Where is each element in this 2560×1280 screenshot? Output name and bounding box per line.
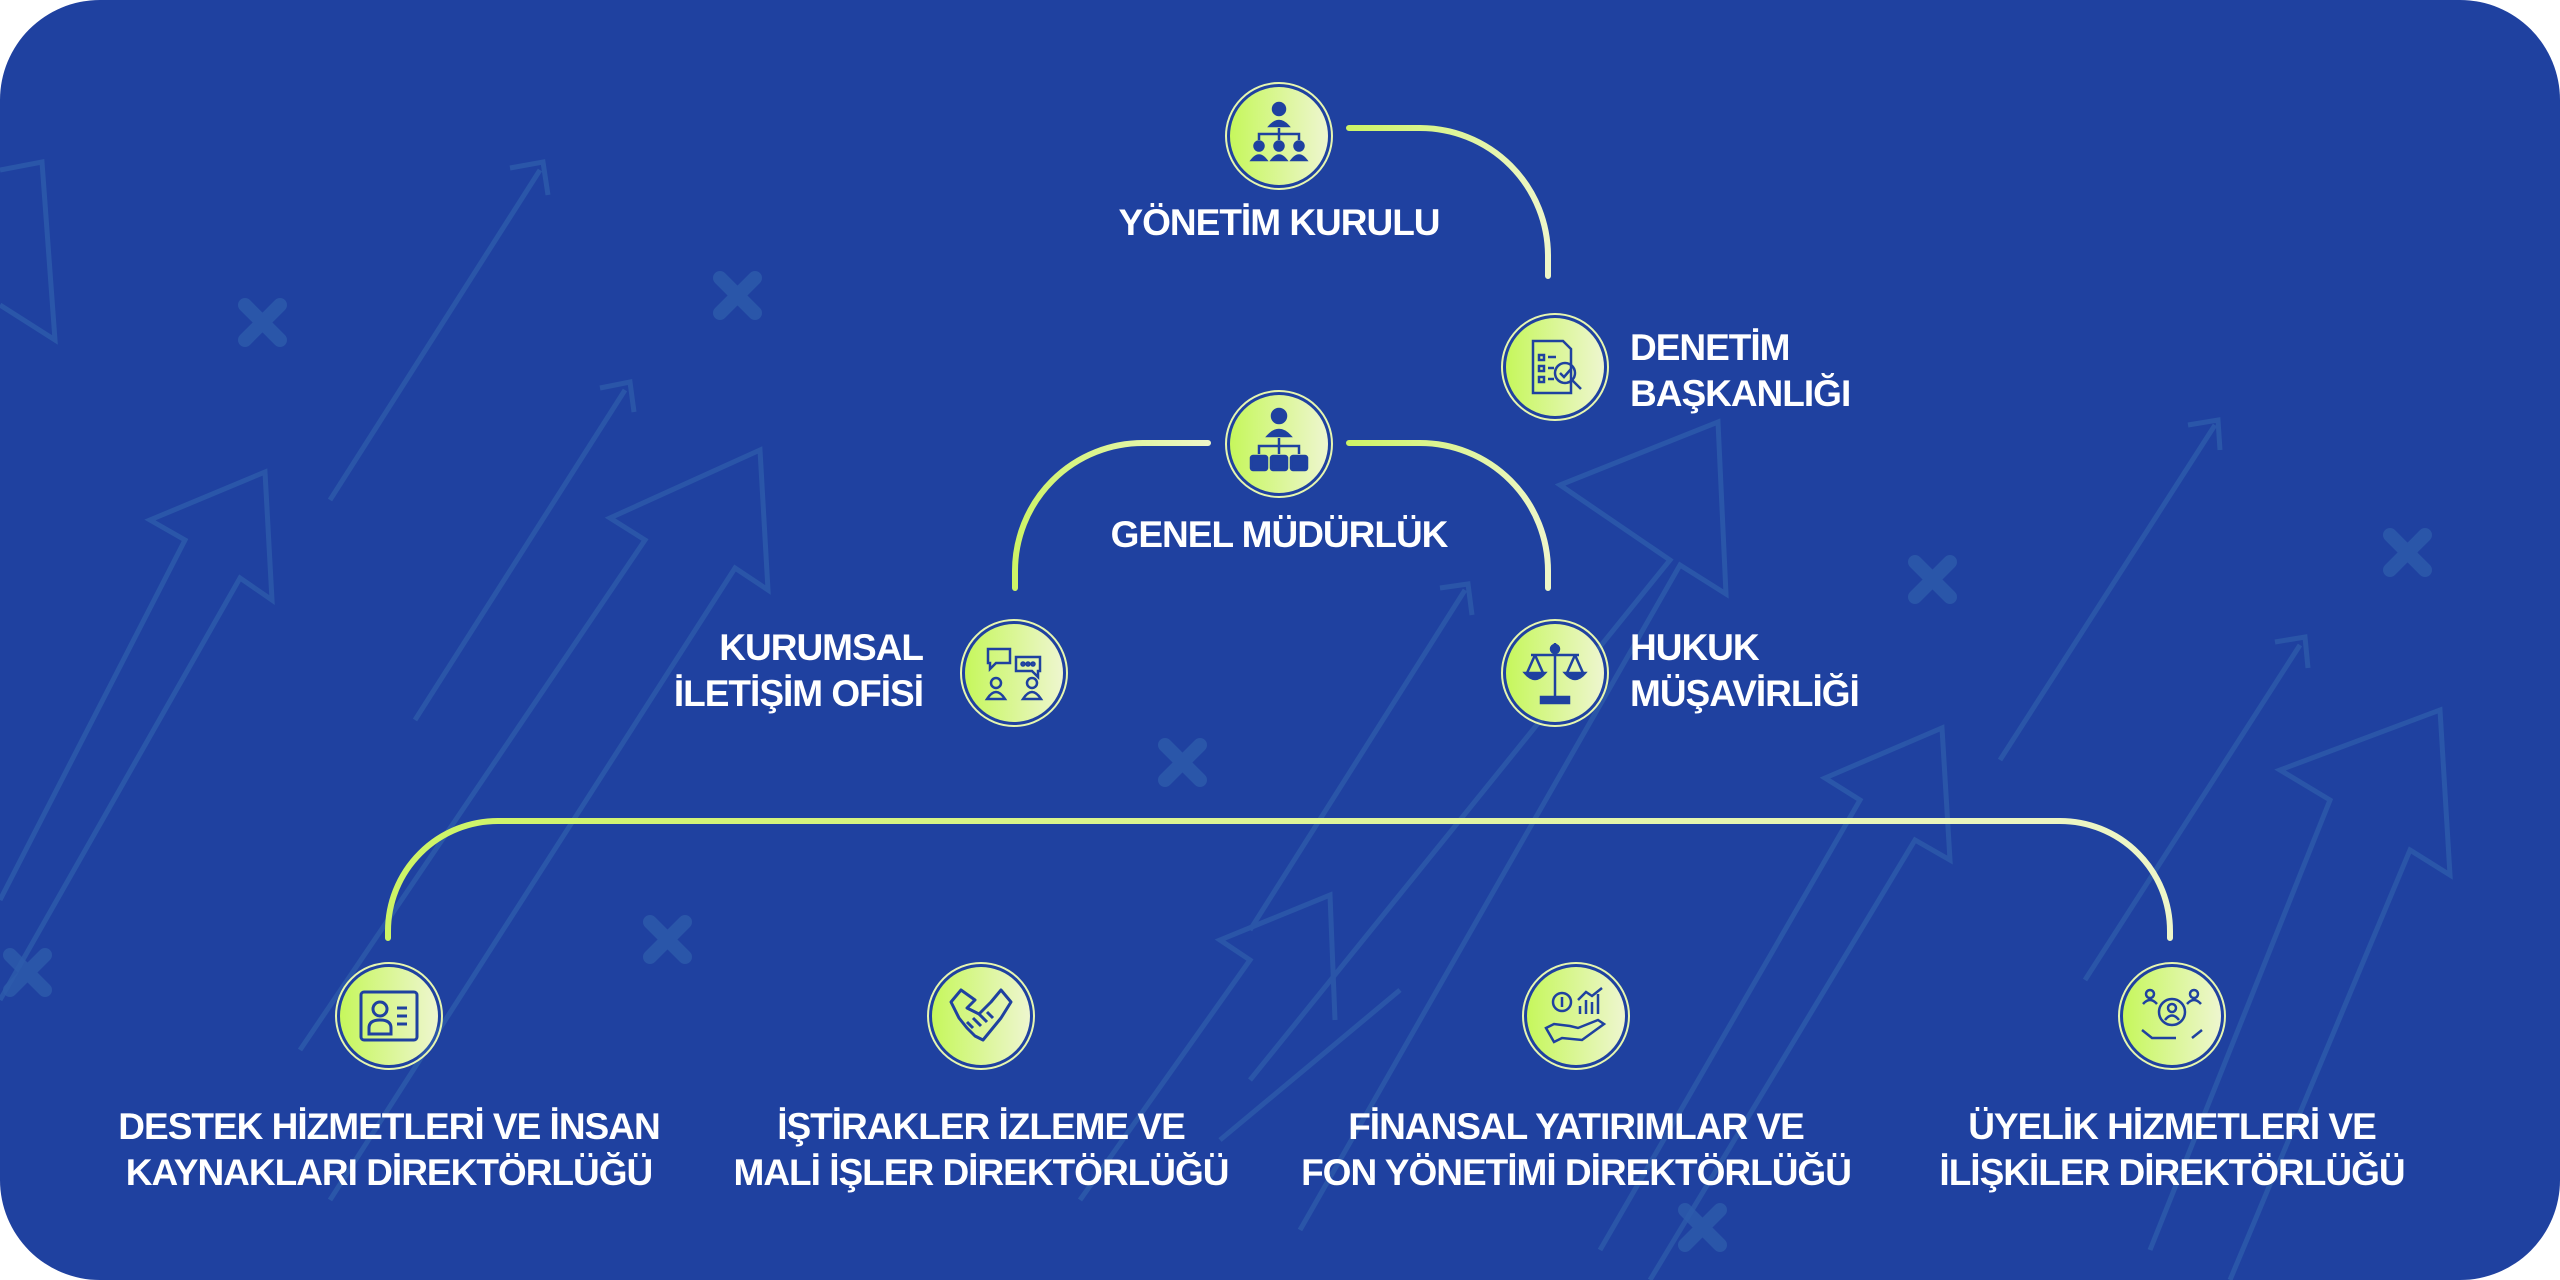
label-line: KAYNAKLARI DİREKTÖRLÜĞÜ	[125, 1152, 654, 1193]
id-card-icon[interactable]	[335, 962, 443, 1070]
label-line: GENEL MÜDÜRLÜK	[1110, 514, 1449, 555]
node-label-audit: DENETİM BAŞKANLIĞI	[1630, 325, 1851, 417]
decor-arrow	[327, 159, 551, 502]
label-line: İLİŞKİLER DİREKTÖRLÜĞÜ	[1939, 1152, 2405, 1193]
node-label-affiliates: İŞTİRAKLER İZLEME VE MALİ İŞLER DİREKTÖRL…	[733, 1104, 1230, 1196]
connector-gm-legal	[1346, 440, 1551, 591]
label-line: YÖNETİM KURULU	[1118, 202, 1440, 243]
decor-cross	[238, 298, 287, 347]
decor-arrow	[412, 379, 637, 722]
manager-hierarchy-icon[interactable]	[1225, 390, 1333, 498]
connector-gm-comms	[1012, 440, 1211, 591]
audit-document-magnifier-icon[interactable]	[1501, 313, 1609, 421]
label-line: FİNANSAL YATIRIMLAR VE	[1348, 1106, 1805, 1147]
decor-arrow	[1997, 417, 2223, 762]
label-line: İŞTİRAKLER İZLEME VE	[777, 1106, 1186, 1147]
label-line: DESTEK HİZMETLERİ VE İNSAN	[118, 1106, 660, 1147]
member-network-icon[interactable]	[2118, 962, 2226, 1070]
node-label-members: ÜYELİK HİZMETLERİ VE İLİŞKİLER DİREKTÖRLÜ…	[1939, 1104, 2405, 1196]
decor-cross	[3, 948, 52, 997]
decor-cross	[1158, 738, 1207, 787]
node-label-hr: DESTEK HİZMETLERİ VE İNSAN KAYNAKLARI DİR…	[118, 1104, 660, 1196]
decor-cross	[643, 915, 692, 964]
label-line: KURUMSAL	[719, 627, 924, 668]
org-chart-people-icon[interactable]	[1225, 82, 1333, 190]
handshake-icon[interactable]	[927, 962, 1035, 1070]
decor-arrow	[1077, 891, 1402, 1202]
decor-arrow	[297, 446, 771, 1202]
connector-bus	[385, 818, 2173, 941]
node-label-comms: KURUMSAL İLETİŞİM OFİSİ	[673, 625, 924, 717]
label-line: DENETİM	[1630, 327, 1791, 368]
decor-cross	[1678, 1203, 1727, 1252]
label-line: FON YÖNETİMİ DİREKTÖRLÜĞÜ	[1301, 1152, 1852, 1193]
label-line: ÜYELİK HİZMETLERİ VE	[1968, 1106, 2377, 1147]
decor-arrow	[1248, 418, 1729, 1232]
label-line: İLETİŞİM OFİSİ	[673, 673, 924, 714]
decor-arrow	[1597, 724, 1953, 1280]
node-label-legal: HUKUK MÜŞAVİRLİĞİ	[1630, 625, 1860, 717]
connector-board-audit	[1346, 125, 1551, 279]
label-line: HUKUK	[1630, 627, 1760, 668]
node-label-board: YÖNETİM KURULU	[1118, 200, 1440, 246]
label-line: MALİ İŞLER DİREKTÖRLÜĞÜ	[733, 1152, 1230, 1193]
label-line: MÜŞAVİRLİĞİ	[1630, 673, 1860, 714]
decor-cross	[1908, 555, 1957, 604]
label-line: BAŞKANLIĞI	[1630, 373, 1851, 414]
scales-of-justice-icon[interactable]	[1501, 619, 1609, 727]
hand-coin-chart-icon[interactable]	[1522, 962, 1630, 1070]
decor-arrow	[0, 468, 275, 1002]
decor-arrow	[1247, 581, 1475, 932]
chat-people-icon[interactable]	[960, 619, 1068, 727]
node-label-finance: FİNANSAL YATIRIMLAR VE FON YÖNETİMİ DİREK…	[1301, 1104, 1852, 1196]
decor-cross	[2383, 528, 2432, 577]
decor-arrow	[0, 159, 58, 345]
node-label-gm: GENEL MÜDÜRLÜK	[1110, 512, 1449, 558]
decor-arrow	[2147, 706, 2453, 1280]
decor-arrow	[2082, 634, 2311, 982]
decor-cross	[713, 271, 762, 320]
